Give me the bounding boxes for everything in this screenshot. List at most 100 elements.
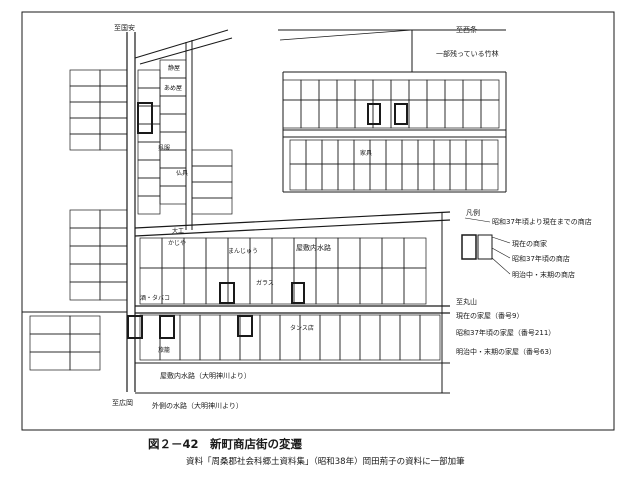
lot	[99, 263, 128, 283]
lot	[359, 267, 383, 305]
lot	[385, 139, 403, 165]
lot	[419, 314, 441, 361]
lot	[191, 165, 233, 183]
lot	[29, 315, 71, 335]
lower-street	[22, 211, 451, 394]
road-label-kokufu: 至国安	[114, 23, 135, 32]
lot	[69, 101, 101, 119]
lot	[408, 79, 428, 101]
lot	[385, 163, 403, 191]
lot	[444, 99, 464, 129]
lot-grid	[29, 59, 500, 371]
lot	[99, 117, 128, 135]
legend-band-present: 現在の家屋（番号9）	[456, 311, 523, 320]
legend-title: 凡例	[466, 208, 480, 217]
road-label-saijo: 至西条	[456, 25, 477, 34]
lot	[337, 139, 355, 165]
lot	[99, 133, 128, 151]
lot	[69, 133, 101, 151]
lot	[300, 79, 320, 101]
lot	[462, 99, 482, 129]
lot	[321, 163, 339, 191]
lot	[401, 139, 419, 165]
lot	[318, 99, 338, 129]
lot	[337, 237, 361, 269]
lot	[99, 85, 128, 103]
lot	[239, 314, 261, 361]
lot	[137, 69, 161, 89]
lot	[433, 139, 451, 165]
lot	[481, 139, 499, 165]
legend-symbols	[461, 217, 511, 275]
lot	[403, 267, 427, 305]
lot	[179, 314, 201, 361]
legend-band-s37: 昭和37年頃の家屋（番号211）	[456, 328, 555, 337]
legend-item-0: 昭和37年頃より現在までの商店	[492, 217, 592, 226]
shop-label: 呉服	[158, 145, 170, 152]
shop-label: 静屋	[168, 64, 180, 72]
lot	[99, 69, 128, 87]
lot	[69, 315, 101, 335]
lot	[337, 163, 355, 191]
lot	[339, 314, 361, 361]
lot	[401, 163, 419, 191]
lot	[69, 245, 101, 265]
shop-label: 旅籠	[158, 346, 170, 354]
lot	[137, 195, 161, 215]
lot	[69, 333, 101, 353]
lot	[300, 99, 320, 129]
lot	[159, 149, 187, 169]
lot	[336, 79, 356, 101]
lot	[449, 139, 467, 165]
lot	[69, 85, 101, 103]
lot	[462, 79, 482, 101]
shop-label: 仏具	[176, 170, 188, 177]
lot	[99, 281, 128, 301]
lot	[372, 79, 392, 101]
lot	[279, 314, 301, 361]
road-label-maruyama: 至丸山	[456, 297, 477, 306]
map-labels: 至国安 至広岡 至西条 至丸山 一部残っている竹林 屋敷内水路 屋敷内水路（大明…	[112, 23, 592, 410]
lot	[321, 139, 339, 165]
lot	[381, 267, 405, 305]
legend-band-meiji: 明治中・末期の家屋（番号63）	[456, 347, 556, 356]
lot	[319, 314, 341, 361]
lot	[99, 227, 128, 247]
lot	[305, 163, 323, 191]
lot	[29, 333, 71, 353]
lot	[318, 79, 338, 101]
lot	[99, 101, 128, 119]
shop-label: 家具	[360, 149, 372, 157]
lot	[408, 99, 428, 129]
takeyabu-label: 一部残っている竹林	[436, 49, 499, 58]
shop-label: 大工	[172, 227, 184, 235]
lot	[481, 163, 499, 191]
lot	[426, 99, 446, 129]
lot	[69, 263, 101, 283]
shop-label: あめ屋	[164, 85, 182, 92]
lot	[289, 163, 307, 191]
lot	[379, 314, 401, 361]
lot	[282, 99, 302, 129]
lot	[191, 181, 233, 199]
lot	[227, 267, 251, 305]
lot	[399, 314, 421, 361]
lot	[183, 237, 207, 269]
canal-outer: 外側の水路（大明神川より）	[152, 401, 243, 410]
lot	[159, 95, 187, 115]
lot	[480, 99, 500, 129]
canal-inner: 屋敷内水路（大明神川より）	[160, 371, 251, 380]
shop-label: かじや	[168, 239, 186, 247]
lot	[69, 117, 101, 135]
lot	[369, 163, 387, 191]
legend-item-3: 明治中・末期の商店	[512, 270, 575, 279]
lot	[403, 237, 427, 269]
shop-label: まんじゅう	[228, 248, 258, 255]
lot	[315, 267, 339, 305]
lot	[359, 314, 381, 361]
lot	[159, 185, 187, 205]
lot	[271, 237, 295, 269]
lot	[205, 237, 229, 269]
lot	[183, 267, 207, 305]
